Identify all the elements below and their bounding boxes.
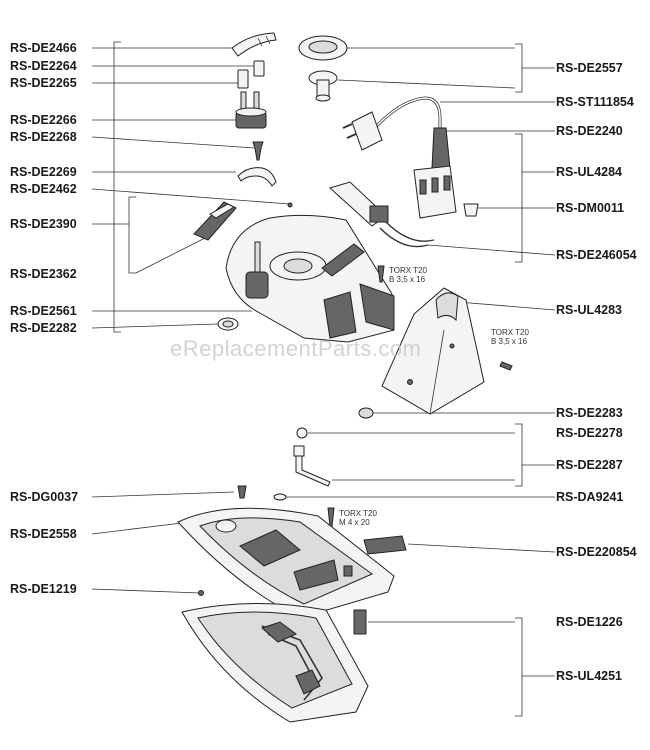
screw-note-3: TORX T20 M 4 x 20 (339, 509, 377, 527)
label-rs-de2558: RS-DE2558 (10, 527, 77, 541)
label-rs-da9241: RS-DA9241 (556, 490, 624, 504)
screw-note-2-line2: B 3,5 x 16 (491, 337, 528, 346)
part-de220854-label (363, 535, 407, 555)
label-rs-st111854: RS-ST111854 (556, 95, 634, 109)
label-rs-de2390: RS-DE2390 (10, 217, 77, 231)
label-rs-de2466: RS-DE2466 (10, 41, 77, 55)
label-rs-ul4284: RS-UL4284 (556, 165, 622, 179)
label-rs-de2278: RS-DE2278 (556, 426, 623, 440)
label-rs-de2269: RS-DE2269 (10, 165, 77, 179)
part-de2268 (252, 141, 264, 161)
torx-screw-1 (377, 265, 385, 283)
label-rs-de2264: RS-DE2264 (10, 59, 77, 73)
screw-note-3-line2: M 4 x 20 (339, 518, 370, 527)
label-rs-de1219: RS-DE1219 (10, 582, 77, 596)
label-rs-de2462: RS-DE2462 (10, 182, 77, 196)
part-ul4284-terminal (329, 165, 457, 248)
part-de1226 (353, 609, 367, 635)
label-rs-dm0011: RS-DM0011 (556, 201, 625, 215)
part-da9241-washer (273, 493, 287, 501)
label-rs-de2282: RS-DE2282 (10, 321, 77, 335)
label-rs-de220854: RS-DE220854 (556, 545, 637, 559)
part-de2265 (237, 69, 249, 89)
label-rs-de2240: RS-DE2240 (556, 124, 623, 138)
screw-note-2: TORX T20 B 3,5 x 16 (491, 328, 529, 346)
label-rs-de2268: RS-DE2268 (10, 130, 77, 144)
screw-note-3-line1: TORX T20 (339, 509, 377, 518)
label-rs-ul4283: RS-UL4283 (556, 303, 622, 317)
torx-screw-3 (327, 507, 335, 527)
part-de2462 (287, 202, 293, 208)
label-rs-dg0037: RS-DG0037 (10, 490, 79, 504)
label-rs-de1226: RS-DE1226 (556, 615, 623, 629)
screw-note-1-line2: B 3,5 x 16 (389, 275, 426, 284)
part-de2266-pump (235, 91, 267, 129)
label-rs-de246054: RS-DE246054 (556, 248, 637, 262)
part-de2557-dial (298, 35, 348, 102)
label-rs-ul4251: RS-UL4251 (556, 669, 622, 683)
leader-lines (91, 41, 556, 717)
part-dg0037-screw (237, 485, 247, 499)
part-dm0011 (463, 203, 479, 217)
part-de2283 (358, 407, 374, 419)
part-ul4251-soleplate (181, 602, 369, 723)
part-de2558-tank (177, 507, 395, 619)
watermark: eReplacementParts.com (170, 336, 422, 361)
part-ul4283-cover (381, 287, 485, 415)
part-de2466-cap (231, 32, 277, 57)
part-de2278 (296, 427, 308, 439)
part-de2264 (253, 60, 265, 77)
part-de2561-valve (245, 241, 269, 299)
label-rs-de2362: RS-DE2362 (10, 267, 77, 281)
screw-note-2-line1: TORX T20 (491, 328, 529, 337)
part-de2240 (431, 127, 451, 169)
screw-note-1-line1: TORX T20 (389, 266, 427, 275)
label-rs-de2287: RS-DE2287 (556, 458, 623, 472)
screw-note-1: TORX T20 B 3,5 x 16 (389, 266, 427, 284)
label-rs-de2283: RS-DE2283 (556, 406, 623, 420)
label-rs-de2561: RS-DE2561 (10, 304, 77, 318)
part-st111854-cord (342, 96, 442, 160)
part-de2287-tube (293, 445, 331, 487)
torx-screw-2 (499, 361, 513, 371)
part-de1219 (198, 590, 204, 596)
part-de2269 (237, 167, 277, 187)
label-rs-de2266: RS-DE2266 (10, 113, 77, 127)
label-rs-de2265: RS-DE2265 (10, 76, 77, 90)
label-rs-de2557: RS-DE2557 (556, 61, 623, 75)
